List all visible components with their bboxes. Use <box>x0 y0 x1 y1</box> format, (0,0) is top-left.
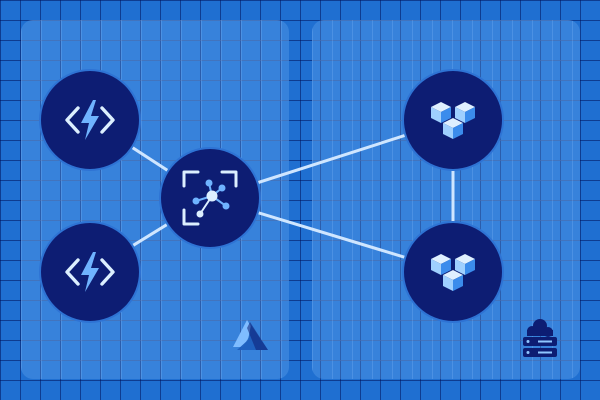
azure-logo-icon <box>233 320 268 350</box>
event-hub-icon <box>182 170 238 226</box>
nodes <box>39 69 504 323</box>
node-event-hub[interactable] <box>159 147 261 249</box>
connectors <box>88 118 455 274</box>
node-function-1[interactable] <box>39 69 141 171</box>
node-function-2[interactable] <box>39 221 141 323</box>
node-service-2[interactable] <box>402 221 504 323</box>
node-service-1[interactable] <box>402 69 504 171</box>
cloud-server-icon <box>523 319 557 357</box>
